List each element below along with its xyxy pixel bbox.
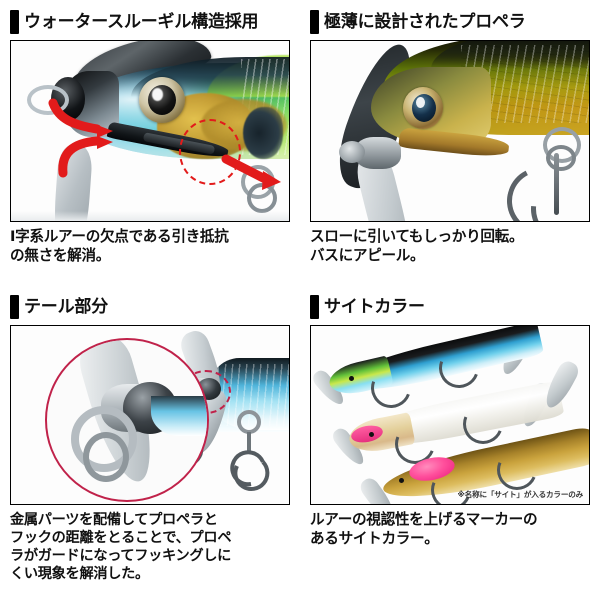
photo-base-shadow [11, 211, 289, 221]
panel-heading: ウォータースルーギル構造採用 [10, 8, 290, 36]
lure-gill-dark-shape [243, 107, 283, 159]
tail-section-illustration [11, 326, 289, 504]
sight-color-footnote: ※名称に「サイト」が入るカラーのみ [457, 490, 584, 499]
panel-heading: 極薄に設計されたプロペラ [310, 8, 590, 36]
lure-3-eye [399, 478, 404, 483]
magnified-body-edge [151, 396, 207, 436]
sight-color-illustration: ※名称に「サイト」が入るカラーのみ [311, 326, 589, 504]
caption-line: スローに引いてもしっかり回転。 [310, 228, 524, 245]
heading-bar-icon [310, 10, 319, 34]
panel-thin-propeller: 極薄に設計されたプロペラ [300, 0, 600, 285]
caption-line: の無さを解消。 [10, 246, 111, 264]
caption-line: フックの距離をとることで、プロペ [10, 530, 232, 547]
lure-1-eye [349, 376, 354, 381]
caption-line: あるサイトカラー。 [310, 529, 439, 547]
magnified-hook-eye [83, 432, 129, 482]
magnified-callout-circle [45, 338, 209, 502]
panel-caption: 金属パーツを配備してプロペラと フックの距離をとることで、プロペ ラがガードにな… [10, 511, 290, 583]
panel-heading-label: 極薄に設計されたプロペラ [324, 12, 526, 32]
lure-back-dark-shape [431, 41, 589, 69]
panel-tail-section: テール部分 [0, 285, 300, 600]
panel-heading-label: テール部分 [24, 297, 108, 317]
panel-sight-color: サイトカラー [300, 285, 600, 600]
line-eyelet-icon [27, 85, 69, 115]
propeller-illustration [311, 41, 589, 221]
caption-line: バスにアピール。 [310, 246, 425, 264]
heading-bar-icon [310, 295, 319, 319]
panel-photo-frame [10, 40, 290, 222]
propeller-shaft-shape [339, 141, 365, 163]
lure-head-illustration [11, 41, 289, 221]
panel-photo-frame [10, 325, 290, 505]
caption-line: ルアーの視認性を上げるマーカーの [310, 511, 538, 528]
flow-dashed-circle-marker [179, 119, 241, 185]
panel-heading: テール部分 [10, 293, 290, 321]
caption-line: I字系ルアーの欠点である引き抵抗 [10, 228, 229, 245]
lure-2-eye [369, 432, 374, 437]
panel-heading: サイトカラー [310, 293, 590, 321]
panel-caption: スローに引いてもしっかり回転。 バスにアピール。 [310, 228, 590, 265]
panel-caption: I字系ルアーの欠点である引き抵抗 の無さを解消。 [10, 228, 290, 265]
lure-eye-highlight [416, 97, 425, 108]
lure-eye-highlight [152, 88, 163, 101]
panel-heading-label: ウォータースルーギル構造採用 [24, 12, 259, 32]
caption-line: くい現象を解消した。 [10, 566, 149, 583]
panel-water-slugill: ウォータースルーギル構造採用 [0, 0, 300, 285]
treble-hook-eye-icon [546, 145, 576, 171]
treble-hook-shank [554, 153, 559, 215]
panel-caption: ルアーの視認性を上げるマーカーの あるサイトカラー。 [310, 511, 590, 548]
panel-photo-frame [310, 40, 590, 222]
panel-heading-label: サイトカラー [324, 297, 425, 317]
flow-arrow-group [48, 98, 281, 190]
panel-photo-frame: ※名称に「サイト」が入るカラーのみ [310, 325, 590, 505]
caption-line: 金属パーツを配備してプロペラと [10, 512, 218, 528]
heading-bar-icon [10, 10, 19, 34]
heading-bar-icon [10, 295, 19, 319]
caption-line: ラがガードになってフッキングしに [10, 548, 232, 565]
